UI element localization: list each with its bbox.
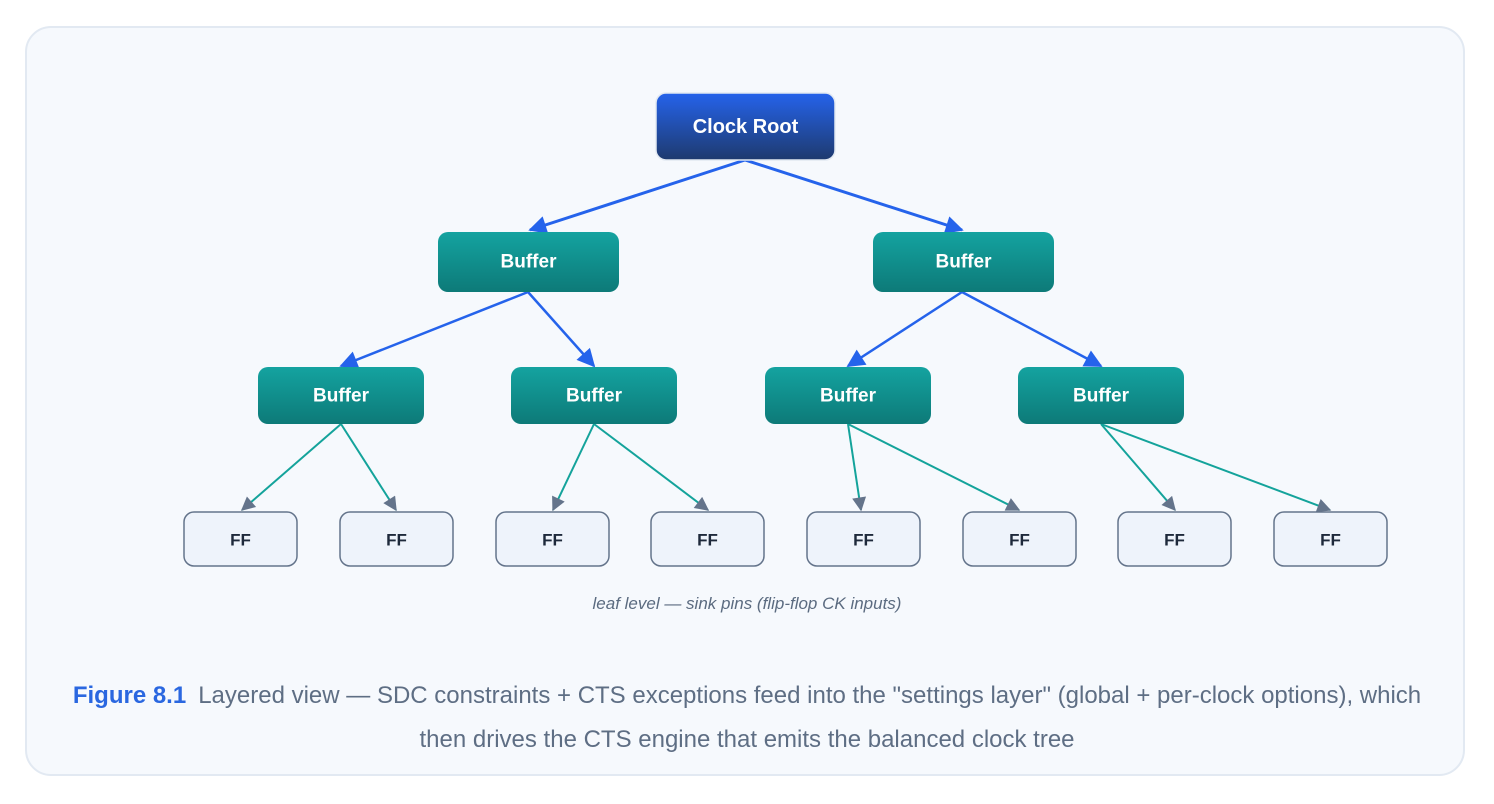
buffer-label: Buffer [501, 252, 558, 273]
edge-l2-1-to-ff-1 [240, 423, 342, 511]
clock-root-node: Clock Root [655, 92, 836, 161]
buffer-label: Buffer [820, 386, 877, 407]
edge-l2-4-to-ff-7 [1100, 423, 1176, 512]
buffer-node-l2-3: Buffer [765, 367, 931, 424]
ff-label: FF [697, 531, 718, 550]
edge-l2-3-to-ff-5 [847, 423, 867, 512]
edge-root-to-buffer-l1-right [744, 158, 964, 234]
edge-l2-2-to-ff-4 [593, 423, 710, 511]
ff-label: FF [542, 531, 563, 550]
leaf-level-note: leaf level — sink pins (flip-flop CK inp… [592, 594, 902, 613]
edge-root-to-buffer-l1-left [528, 158, 746, 234]
edge-buffer-l1-right-to-l2-4 [961, 290, 1103, 368]
ff-label: FF [386, 531, 407, 550]
edge-buffer-l1-left-to-l2-2 [527, 291, 596, 368]
ff-label: FF [1320, 531, 1341, 550]
buffer-node-l1-left: Buffer [438, 232, 619, 292]
figure-caption: Figure 8.1 Layered view — SDC constraints… [60, 674, 1434, 762]
ff-label: FF [853, 531, 874, 550]
ff-label: FF [1164, 531, 1185, 550]
edge-l2-1-to-ff-2 [340, 423, 397, 512]
caption-text: Layered view — SDC constraints + CTS exc… [198, 682, 1422, 753]
buffer-node-l2-4: Buffer [1018, 367, 1184, 424]
ff-node-4: FF [650, 511, 765, 567]
ff-node-5: FF [806, 511, 921, 567]
buffer-label: Buffer [566, 386, 623, 407]
ff-node-3: FF [495, 511, 610, 567]
ff-node-7: FF [1117, 511, 1232, 567]
ff-label: FF [230, 531, 251, 550]
ff-node-8: FF [1273, 511, 1388, 567]
ff-node-6: FF [962, 511, 1077, 567]
figure-label: Figure 8.1 [72, 682, 187, 709]
buffer-node-l1-right: Buffer [873, 232, 1054, 292]
edge-l2-2-to-ff-3 [552, 423, 595, 512]
buffer-label: Buffer [936, 252, 993, 273]
edge-buffer-l1-left-to-l2-1 [339, 290, 529, 369]
ff-node-1: FF [183, 511, 298, 567]
ff-node-2: FF [339, 511, 454, 567]
ff-label: FF [1009, 531, 1030, 550]
edge-l2-4-to-ff-8 [1100, 423, 1332, 513]
tree-edges [240, 158, 1332, 513]
buffer-node-l2-2: Buffer [511, 367, 677, 424]
buffer-label: Buffer [1073, 386, 1130, 407]
edge-l2-3-to-ff-6 [847, 423, 1021, 511]
buffer-node-l2-1: Buffer [258, 367, 424, 424]
edge-buffer-l1-right-to-l2-3 [846, 290, 963, 368]
clock-root-label: Clock Root [693, 116, 799, 138]
buffer-label: Buffer [313, 386, 370, 407]
